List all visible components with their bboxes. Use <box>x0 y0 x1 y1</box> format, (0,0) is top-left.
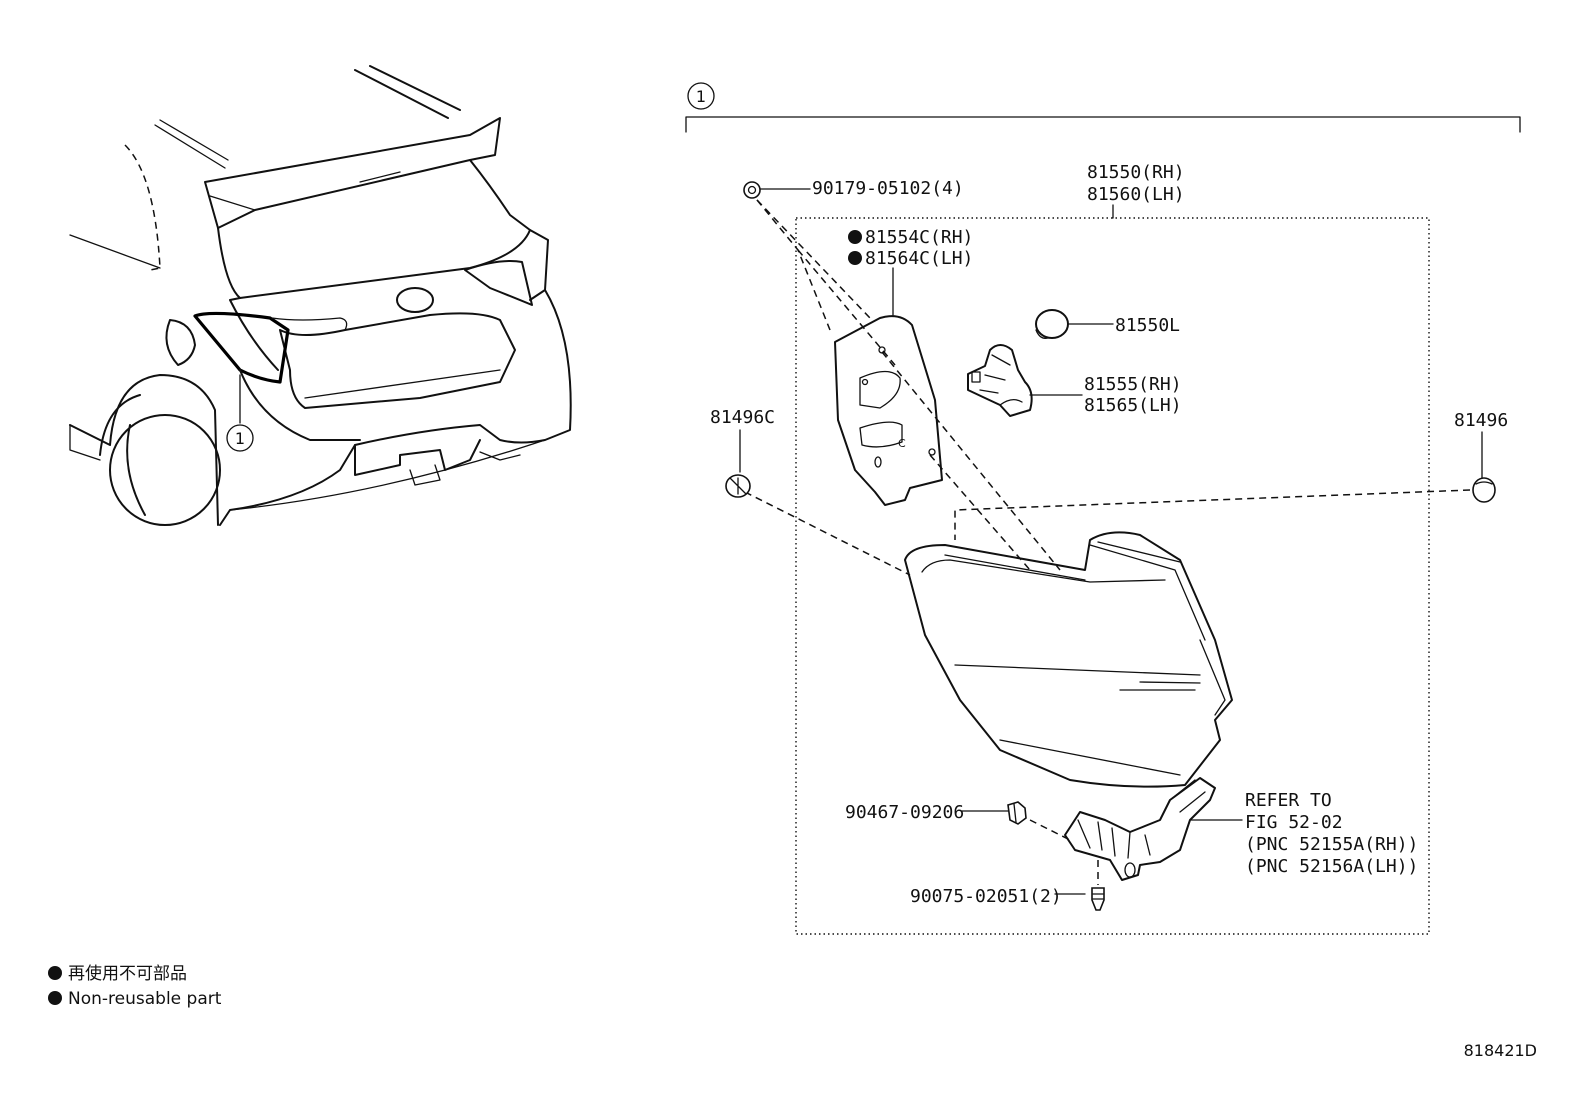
diagram-code: 818421D <box>1464 1041 1537 1060</box>
label-81550: 81550(RH) <box>1087 162 1185 183</box>
label-81564C: 81564C(LH) <box>865 248 973 269</box>
svg-text:C: C <box>898 437 906 450</box>
assembly-bracket: 1 <box>685 82 1521 133</box>
label-81496C: 81496C <box>710 407 775 428</box>
screw-90075-icon <box>1091 887 1105 911</box>
part-labels: 81550(RH) 81560(LH) 90179-05102(4) 81554… <box>710 162 1508 907</box>
refer-line-1: REFER TO <box>1245 790 1332 811</box>
label-81496: 81496 <box>1454 410 1508 431</box>
label-81550L: 81550L <box>1115 315 1180 336</box>
non-reusable-marker-icon <box>848 251 862 265</box>
label-81554C: 81554C(RH) <box>865 227 973 248</box>
socket-wire-81555-icon <box>967 344 1033 417</box>
non-reusable-marker-icon <box>848 230 862 244</box>
car-rear-illustration: 1 <box>69 65 572 526</box>
label-90179: 90179-05102(4) <box>812 178 964 199</box>
label-81560: 81560(LH) <box>1087 184 1185 205</box>
legend: 再使用不可部品 Non-reusable part <box>48 963 222 1009</box>
refer-line-3: (PNC 52155A(RH)) <box>1245 834 1418 855</box>
refer-line-4: (PNC 52156A(LH)) <box>1245 856 1418 877</box>
clip-90179-icon <box>743 181 761 199</box>
refer-line-2: FIG 52-02 <box>1245 812 1343 833</box>
highlighted-tail-light <box>193 311 290 384</box>
clip-81496C-icon <box>725 474 751 498</box>
harness-bracket-icon <box>1064 777 1216 881</box>
assembly-dashed-lines <box>744 199 1471 885</box>
label-90075: 90075-02051(2) <box>910 886 1062 907</box>
legend-english: Non-reusable part <box>68 989 222 1009</box>
legend-bullet-icon <box>48 991 62 1005</box>
illustration-callout-number: 1 <box>235 429 245 448</box>
tail-lamp-lens-icon <box>904 531 1233 788</box>
leader-lines <box>739 188 1483 895</box>
assembly-callout-number: 1 <box>696 87 706 106</box>
label-90467: 90467-09206 <box>845 802 964 823</box>
bulb-81550L-icon <box>1035 309 1069 339</box>
screw-90467-icon <box>1007 801 1027 825</box>
legend-japanese: 再使用不可部品 <box>68 963 187 984</box>
label-81565: 81565(LH) <box>1084 395 1182 416</box>
legend-bullet-icon <box>48 966 62 980</box>
label-81555: 81555(RH) <box>1084 374 1182 395</box>
gasket-81554C-icon: C <box>834 315 943 506</box>
cap-81496-icon <box>1472 477 1496 503</box>
